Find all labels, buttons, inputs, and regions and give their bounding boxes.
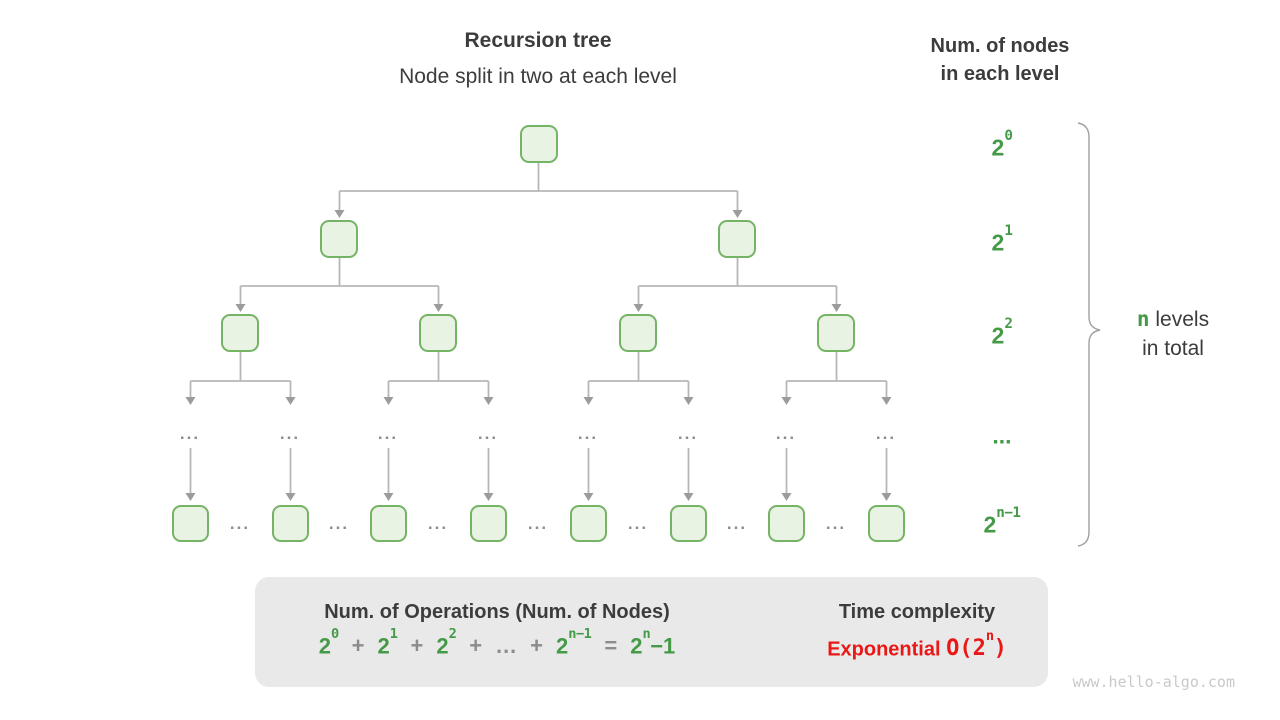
formula-term: 20 (318, 626, 339, 659)
tree-leaf-node (670, 505, 707, 542)
operations-title: Num. of Operations (Num. of Nodes) (324, 601, 670, 623)
brace-caption-line1: n levels (1108, 305, 1238, 334)
level-count-label-1: 21 (991, 222, 1013, 256)
leaf-gap-ellipsis: ... (328, 514, 350, 533)
levels-word: levels (1155, 308, 1210, 331)
level-count-label-2: 22 (991, 315, 1013, 349)
summary-box (255, 577, 1048, 687)
right-header-line2: in each level (940, 63, 1060, 85)
tree-node (718, 220, 756, 258)
leaf-gap-ellipsis: ... (229, 514, 251, 533)
tree-row-ellipsis: ... (775, 424, 797, 443)
tree-node (817, 314, 855, 352)
brace-caption: n levels in total (1108, 305, 1238, 363)
formula-term: 21 (377, 626, 398, 659)
n-variable: n (1136, 307, 1150, 331)
diagram-title: Recursion tree (464, 29, 612, 52)
level-count-label-0: 20 (991, 127, 1013, 161)
tree-node (320, 220, 358, 258)
formula-operator: + (530, 633, 544, 659)
tree-leaf-node (768, 505, 805, 542)
formula-equals: = (604, 633, 618, 659)
level-count-label-last: 2n−1 (983, 504, 1021, 538)
tree-row-ellipsis: ... (875, 424, 897, 443)
complexity-value: Exponential O(2n) (807, 628, 1027, 662)
tree-node (619, 314, 657, 352)
tree-row-ellipsis: ... (179, 424, 201, 443)
tree-leaf-node (570, 505, 607, 542)
diagram-subtitle: Node split in two at each level (399, 65, 677, 88)
big-o-notation: O(2n) (946, 628, 1007, 662)
formula-operator: + (410, 633, 424, 659)
formula-term: 22 (436, 626, 457, 659)
leaf-gap-ellipsis: ... (527, 514, 549, 533)
leaf-gap-ellipsis: ... (726, 514, 748, 533)
tree-node (221, 314, 259, 352)
tree-leaf-node (868, 505, 905, 542)
tree-row-ellipsis: ... (477, 424, 499, 443)
brace-caption-line2: in total (1142, 337, 1204, 360)
tree-row-ellipsis: ... (577, 424, 599, 443)
tree-leaf-node (470, 505, 507, 542)
tree-row-ellipsis: ... (677, 424, 699, 443)
formula-operator: + (469, 633, 483, 659)
formula-ellipsis: … (495, 633, 518, 659)
leaf-gap-ellipsis: ... (825, 514, 847, 533)
formula-operator: + (351, 633, 365, 659)
tree-connector-lines (189, 163, 888, 493)
tree-row-ellipsis: ... (279, 424, 301, 443)
level-count-label-ellipsis: ... (992, 422, 1012, 449)
leaf-gap-ellipsis: ... (627, 514, 649, 533)
operations-formula: 20 + 21 + 22 + … + 2n−1 = 2n−1 (267, 626, 727, 659)
leaf-gap-ellipsis: ... (427, 514, 449, 533)
tree-leaf-node (272, 505, 309, 542)
tree-node-root (520, 125, 558, 163)
formula-result: 2n−1 (630, 626, 676, 659)
time-complexity-title: Time complexity (838, 601, 996, 623)
watermark: www.hello-algo.com (1072, 673, 1235, 691)
tree-row-ellipsis: ... (377, 424, 399, 443)
complexity-name: Exponential (827, 638, 941, 661)
tree-node (419, 314, 457, 352)
tree-leaf-node (172, 505, 209, 542)
right-header-line1: Num. of nodes (930, 35, 1070, 57)
formula-term: 2n−1 (556, 626, 592, 659)
right-brace (1077, 122, 1101, 547)
tree-leaf-node (370, 505, 407, 542)
right-column-header: Num. of nodes in each level (900, 32, 1100, 88)
